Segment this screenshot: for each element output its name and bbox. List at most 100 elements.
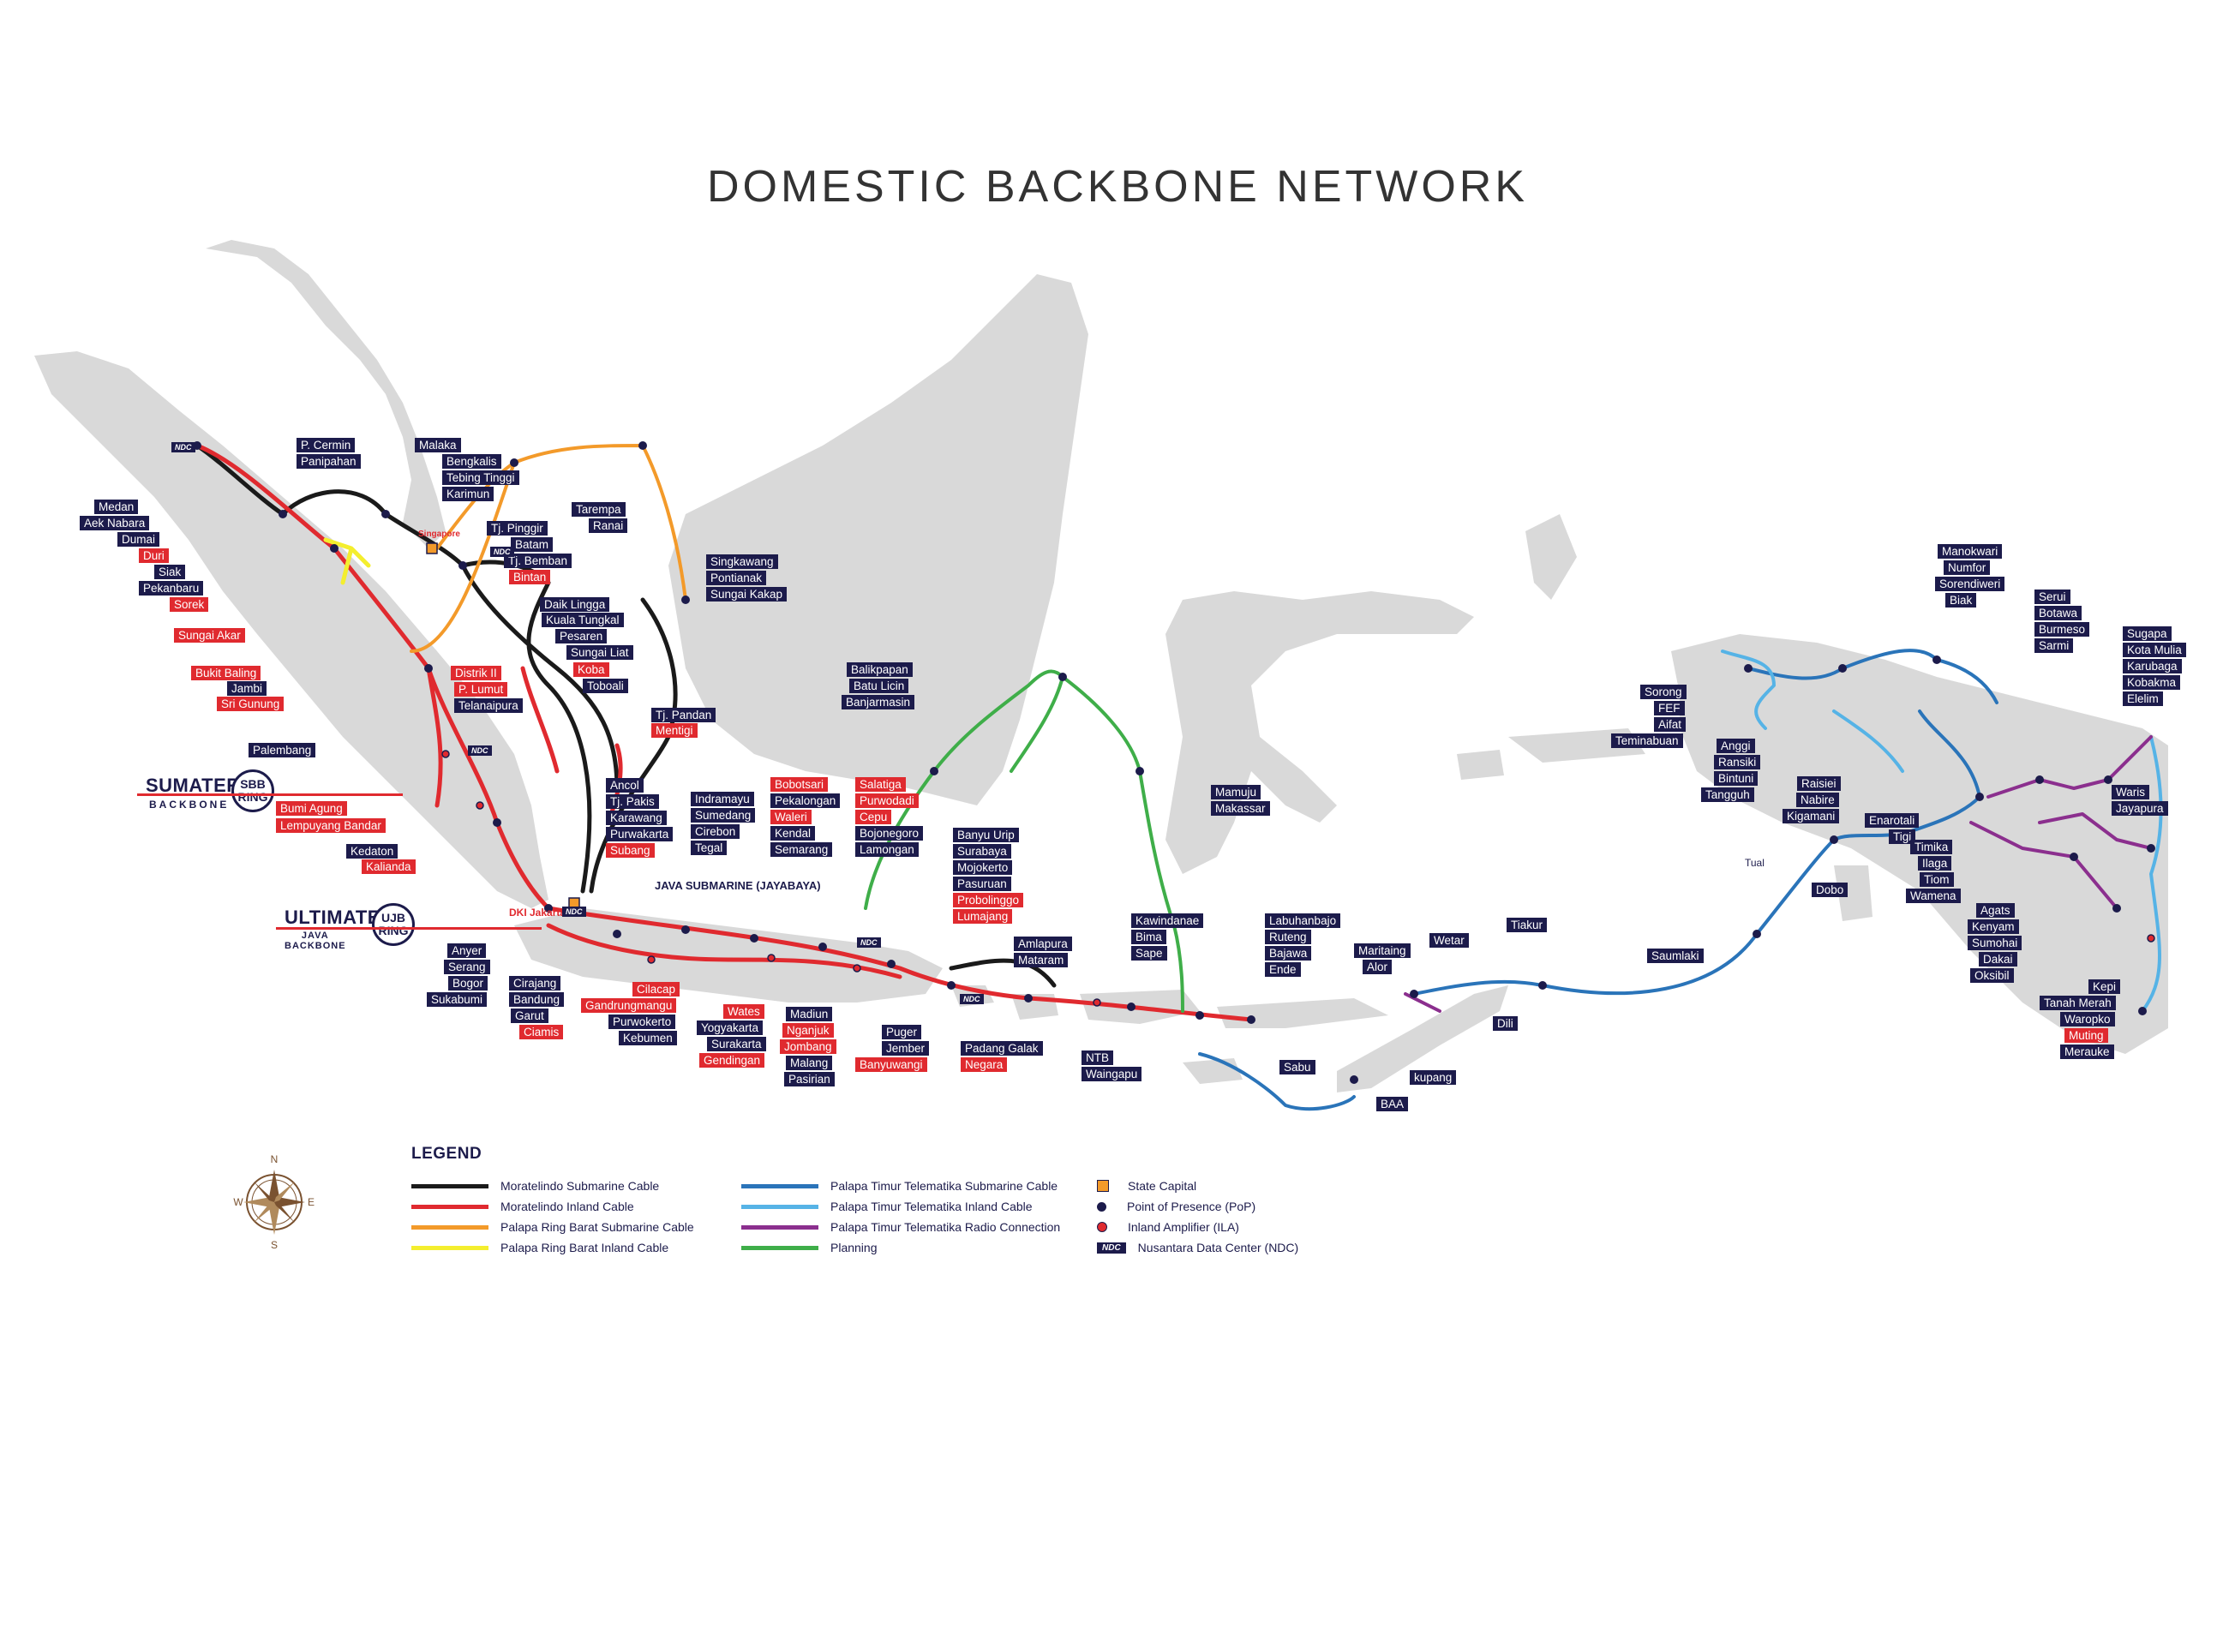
city-label-gandrungmangu: Gandrungmangu [581, 998, 677, 1013]
city-label-probolinggo: Probolinggo [953, 893, 1024, 907]
city-label-tegal: Tegal [691, 841, 728, 855]
sbb-underline [137, 793, 403, 796]
land-malay-peninsula [206, 240, 446, 548]
legend-line-swatch [741, 1204, 818, 1209]
ndc-badge-icon: NDC [562, 907, 586, 917]
city-label-bima: Bima [1131, 930, 1166, 944]
ujb-underline [276, 927, 542, 930]
legend-item: Palapa Timur Telematika Radio Connection [741, 1220, 1060, 1234]
legend-item: Point of Presence (PoP) [1097, 1200, 1255, 1213]
city-label-surakarta: Surakarta [707, 1037, 766, 1051]
city-label-purwakarta: Purwakarta [606, 827, 674, 841]
city-label-ende: Ende [1265, 962, 1301, 977]
city-label-numfor: Numfor [1944, 560, 1991, 575]
legend-item: State Capital [1097, 1179, 1196, 1193]
city-label-dakai: Dakai [1979, 952, 2017, 967]
legend-item: Palapa Timur Telematika Inland Cable [741, 1200, 1033, 1213]
city-label-biak: Biak [1945, 593, 1977, 608]
ndc-badge-icon: NDC [960, 994, 984, 1004]
city-label-cirajang: Cirajang [509, 976, 561, 991]
city-label-raisiei: Raisiei [1797, 776, 1841, 791]
legend-item-label: Point of Presence (PoP) [1127, 1200, 1256, 1213]
city-label-bandung: Bandung [509, 992, 565, 1007]
legend-item-label: Inland Amplifier (ILA) [1128, 1220, 1239, 1234]
city-label-kendal: Kendal [770, 826, 816, 841]
city-label-sumedang: Sumedang [691, 808, 756, 823]
city-label-palembang: Palembang [249, 743, 316, 757]
city-label-bobotsari: Bobotsari [770, 777, 829, 792]
city-label-indramayu: Indramayu [691, 792, 754, 806]
city-label-ancol: Ancol [606, 778, 644, 793]
city-label-tj-pandan: Tj. Pandan [651, 708, 716, 722]
city-label-siak: Siak [154, 565, 186, 579]
city-label-kebumen: Kebumen [619, 1031, 677, 1045]
legend-item-label: Palapa Timur Telematika Radio Connection [830, 1220, 1061, 1234]
city-label-panipahan: Panipahan [297, 454, 361, 469]
legend-item-label: Nusantara Data Center (NDC) [1137, 1241, 1299, 1254]
city-label-sukabumi: Sukabumi [427, 992, 488, 1007]
city-label-waropko: Waropko [2060, 1012, 2115, 1027]
city-label-kenyam: Kenyam [1968, 919, 2019, 934]
compass-e: E [308, 1196, 315, 1208]
pop-dot-icon [1097, 1201, 1106, 1212]
city-label-sorek: Sorek [170, 597, 209, 612]
city-label-alor: Alor [1363, 960, 1393, 974]
ndc-badge-icon: NDC [171, 442, 195, 452]
city-label-sorendiweri: Sorendiweri [1935, 577, 2005, 591]
legend-item-label: Planning [830, 1241, 878, 1254]
legend-item: Palapa Timur Telematika Submarine Cable [741, 1179, 1058, 1193]
legend-line-swatch [741, 1183, 818, 1188]
city-label-distrik-ii: Distrik II [451, 666, 501, 680]
city-label-enarotali: Enarotali [1865, 813, 1920, 828]
city-label-cepu: Cepu [855, 810, 892, 824]
city-label-negara: Negara [961, 1057, 1008, 1072]
legend-item: Moratelindo Inland Cable [411, 1200, 634, 1213]
map-title: DOMESTIC BACKBONE NETWORK [706, 162, 1529, 212]
city-label-kota-mulia: Kota Mulia [2123, 643, 2186, 657]
sbb-badge-top: SBB [240, 777, 266, 791]
city-label-merauke: Merauke [2060, 1044, 2114, 1059]
city-label-waleri: Waleri [770, 810, 812, 824]
legend-item-label: Palapa Ring Barat Inland Cable [500, 1241, 669, 1254]
city-label-p-lumut: P. Lumut [454, 682, 508, 697]
city-label-madiun: Madiun [786, 1007, 833, 1021]
land-sumatra [34, 351, 548, 908]
compass-n: N [271, 1153, 279, 1165]
city-label-balikpapan: Balikpapan [847, 662, 913, 677]
city-label-tarempa: Tarempa [572, 502, 626, 517]
city-label-surabaya: Surabaya [953, 844, 1011, 859]
land-java [514, 908, 943, 1003]
city-label-jember: Jember [882, 1041, 930, 1056]
city-label-kedaton: Kedaton [346, 844, 398, 859]
city-label-banyuwangi: Banyuwangi [855, 1057, 927, 1072]
city-label-pasirian: Pasirian [784, 1072, 835, 1086]
city-label-bajawa: Bajawa [1265, 946, 1312, 961]
city-label-wamena: Wamena [1906, 889, 1961, 903]
ujb-badge-top: UJB [380, 911, 405, 925]
city-label-sungai-akar: Sungai Akar [174, 628, 245, 643]
city-label-batam: Batam [511, 537, 554, 552]
city-label-labuhanbajo: Labuhanbajo [1265, 913, 1341, 928]
city-label-p-cermin: P. Cermin [297, 438, 356, 452]
city-label-ransiki: Ransiki [1714, 755, 1761, 769]
city-label-toboali: Toboali [583, 679, 628, 693]
legend-line-swatch [411, 1183, 488, 1188]
city-label-sumohai: Sumohai [1968, 936, 2022, 950]
land-flores [1217, 998, 1388, 1028]
label-dki-jakarta: DKI Jakarta [509, 907, 566, 919]
city-label-karawang: Karawang [606, 811, 667, 825]
sbb-circle: SBB RING [231, 769, 274, 812]
compass-w: W [233, 1196, 243, 1208]
city-label-pesaren: Pesaren [555, 629, 608, 643]
city-label-banjarmasin: Banjarmasin [842, 695, 915, 709]
city-label-mojokerto: Mojokerto [953, 860, 1013, 875]
legend-line-swatch [411, 1204, 488, 1209]
city-label-padang-galak: Padang Galak [961, 1041, 1043, 1056]
city-label-bintan: Bintan [509, 570, 551, 584]
city-label-oksibil: Oksibil [1970, 968, 2014, 983]
city-label-ntb: NTB [1082, 1050, 1113, 1065]
cable-palapa-timur-radio [1404, 735, 2153, 1013]
city-label-ranai: Ranai [589, 518, 628, 533]
